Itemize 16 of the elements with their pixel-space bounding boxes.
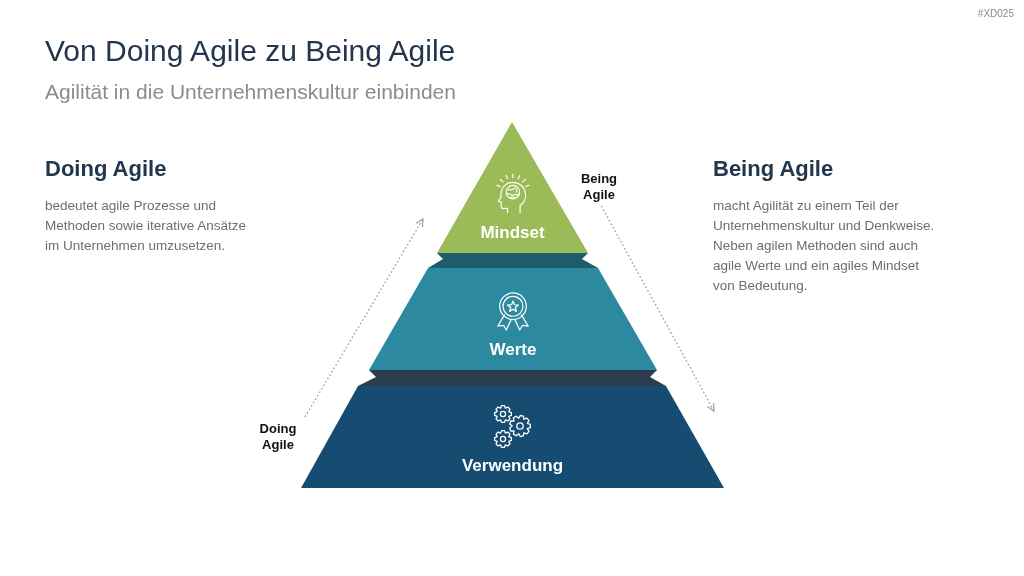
slide-id: #XD025 [976,8,1014,19]
level-label: Verwendung [461,456,564,476]
section-heading: Being Agile [713,156,834,182]
slide-title: Von Doing Agile zu Being Agile [45,34,456,68]
dotted-arrow [600,205,715,412]
dotted-arrow [304,218,424,418]
level-label: Werte [489,340,537,360]
body-text: bedeutet agile Prozesse und Methoden sowie iterative Ansätze im Unternehmen umzusetzen. [45,197,248,255]
pyramid-base-level [301,386,724,488]
pyramid-middle-level [369,268,657,370]
arrow-label: Being Agile [576,171,622,203]
arrow-label: Doing Agile [255,421,301,453]
section-heading: Doing Agile [45,156,167,182]
subtitle: Agilität in die Unternehmenskultur einbinden [45,80,456,104]
level-label: Mindset [480,223,545,243]
body-text: macht Agilität zu einem Teil der Unternehmenskultur und Denkweise. Neben agilen Methoden sind auch agile Werte und ein agiles Mindset von Bedeutung. [713,197,936,295]
